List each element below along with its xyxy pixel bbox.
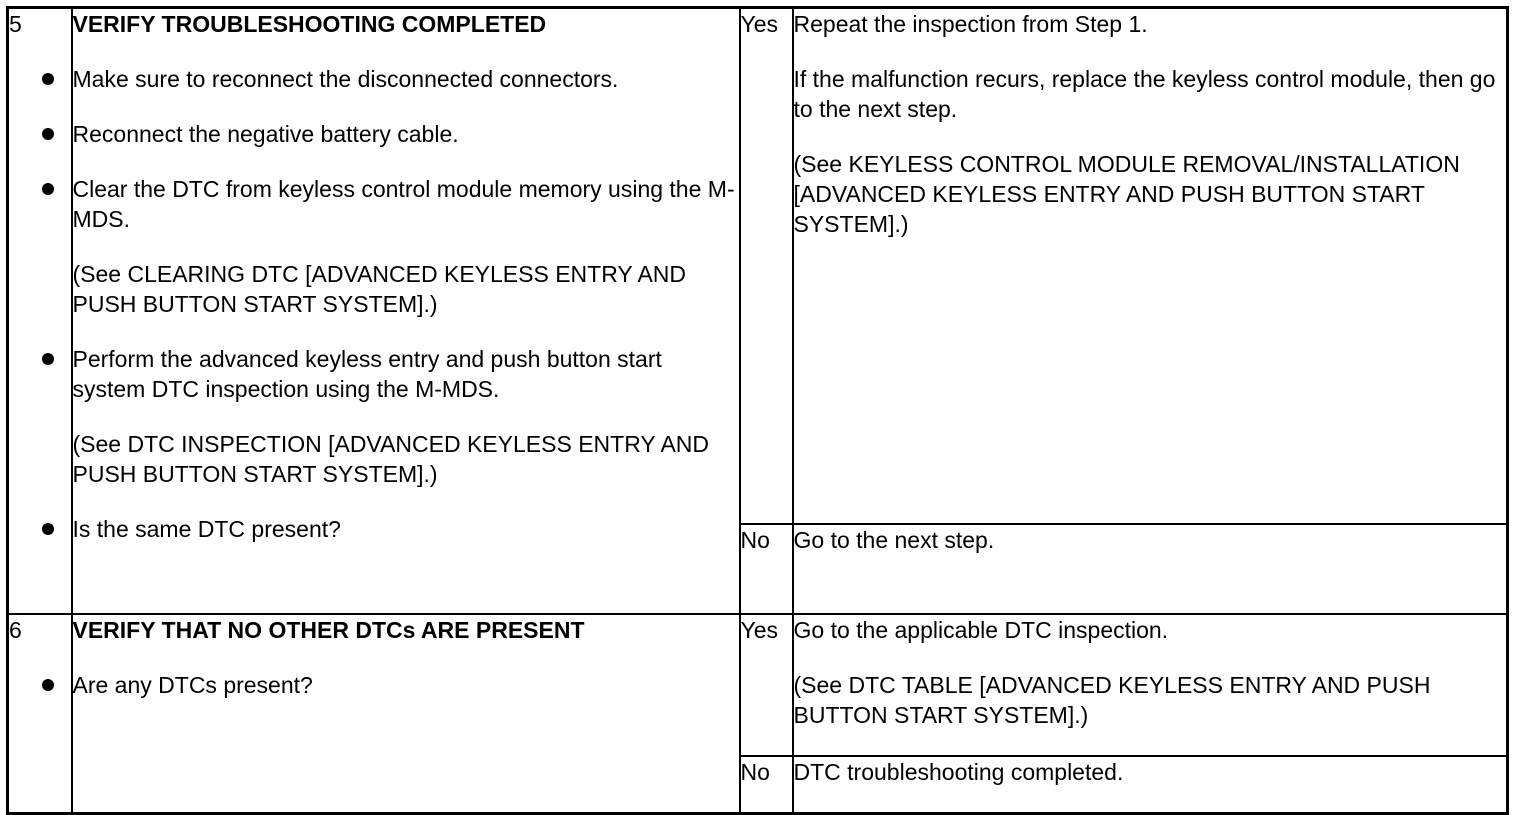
no-result-cell: Go to the next step. bbox=[791, 522, 1509, 615]
no-label: No bbox=[738, 522, 794, 615]
bullet-text: Clear the DTC from keyless control modul… bbox=[72, 176, 735, 232]
troubleshooting-table: 5 VERIFY TROUBLESHOOTING COMPLETED Make … bbox=[6, 6, 1509, 815]
bullet-text: Make sure to reconnect the disconnected … bbox=[72, 66, 619, 92]
bullet-text: Perform the advanced keyless entry and p… bbox=[72, 346, 662, 402]
result-text: Go to the applicable DTC inspection. bbox=[793, 616, 1169, 643]
bullet-text: Reconnect the negative battery cable. bbox=[72, 121, 459, 147]
bullet-dot-icon bbox=[41, 678, 54, 691]
action-bullet: Is the same DTC present? bbox=[41, 514, 739, 544]
yes-result-cell: Repeat the inspection from Step 1. If th… bbox=[791, 6, 1509, 525]
reference-link[interactable]: (See DTC INSPECTION [ADVANCED KEYLESS EN… bbox=[72, 431, 710, 487]
step-action-cell: VERIFY THAT NO OTHER DTCs ARE PRESENT Ar… bbox=[41, 612, 741, 814]
yes-label: Yes bbox=[738, 612, 794, 757]
yes-label: Yes bbox=[738, 6, 794, 525]
result-text: Repeat the inspection from Step 1. bbox=[793, 11, 1148, 37]
bullet-dot-icon bbox=[41, 73, 54, 85]
step-5-yes-row: 5 VERIFY TROUBLESHOOTING COMPLETED Make … bbox=[6, 6, 1509, 615]
action-bullet: Make sure to reconnect the disconnected … bbox=[41, 64, 739, 94]
action-bullet: Perform the advanced keyless entry and p… bbox=[41, 344, 739, 489]
action-bullet: Clear the DTC from keyless control modul… bbox=[41, 174, 739, 319]
yes-result-cell: Go to the applicable DTC inspection. (Se… bbox=[791, 612, 1509, 757]
step-title: VERIFY THAT NO OTHER DTCs ARE PRESENT bbox=[72, 616, 585, 643]
step-number: 6 bbox=[6, 612, 73, 814]
reference-link[interactable]: (See KEYLESS CONTROL MODULE REMOVAL/INST… bbox=[793, 151, 1460, 237]
reference-link[interactable]: (See CLEARING DTC [ADVANCED KEYLESS ENTR… bbox=[72, 261, 687, 317]
result-text: Go to the next step. bbox=[793, 526, 995, 553]
step-action-cell: VERIFY TROUBLESHOOTING COMPLETED Make su… bbox=[41, 6, 741, 615]
result-text: If the malfunction recurs, replace the k… bbox=[793, 66, 1496, 122]
step-6-yes-row: 6 VERIFY THAT NO OTHER DTCs ARE PRESENT … bbox=[6, 612, 1509, 814]
reference-link[interactable]: (See DTC TABLE [ADVANCED KEYLESS ENTRY A… bbox=[793, 671, 1431, 728]
no-result-cell: DTC troubleshooting completed. bbox=[791, 754, 1509, 814]
bullet-text: Is the same DTC present? bbox=[72, 516, 341, 542]
bullet-dot-icon bbox=[41, 183, 54, 195]
bullet-dot-icon bbox=[41, 523, 54, 535]
bullet-text: Are any DTCs present? bbox=[72, 671, 313, 698]
step-title: VERIFY TROUBLESHOOTING COMPLETED bbox=[72, 11, 547, 37]
step-number: 5 bbox=[6, 6, 73, 615]
bullet-dot-icon bbox=[41, 353, 54, 365]
no-label: No bbox=[738, 754, 794, 814]
action-bullet: Are any DTCs present? bbox=[41, 670, 739, 700]
bullet-dot-icon bbox=[41, 128, 54, 140]
action-bullet: Reconnect the negative battery cable. bbox=[41, 119, 739, 149]
result-text: DTC troubleshooting completed. bbox=[793, 758, 1124, 785]
step-5-no-row: No Go to the next step. bbox=[8, 522, 1509, 615]
